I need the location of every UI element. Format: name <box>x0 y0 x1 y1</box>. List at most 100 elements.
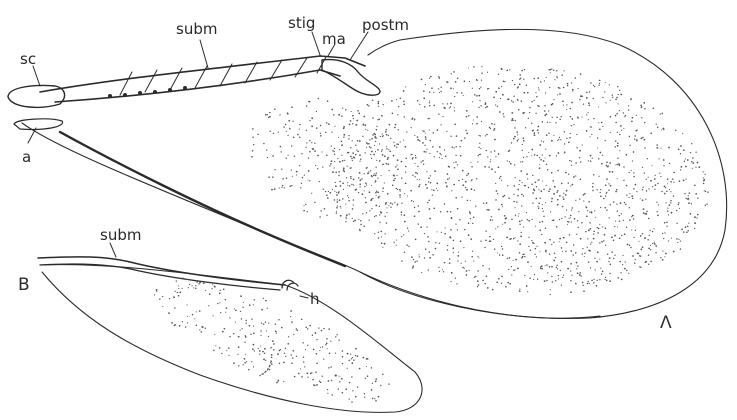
microtrichia-dot <box>661 129 662 130</box>
microtrichia-dot <box>390 206 391 207</box>
microtrichia-dot <box>415 155 416 156</box>
microtrichia-dot <box>423 164 424 165</box>
microtrichia-dot <box>365 182 367 184</box>
microtrichia-dot <box>509 161 510 162</box>
microtrichia-dot <box>662 113 664 115</box>
microtrichia-dot <box>528 187 529 188</box>
microtrichia-dot <box>581 117 582 118</box>
microtrichia-dot <box>453 252 454 253</box>
microtrichia-dot <box>428 181 429 182</box>
microtrichia-dot <box>264 348 266 350</box>
microtrichia-dot <box>442 103 443 104</box>
microtrichia-dot <box>644 122 645 123</box>
microtrichia-dot <box>519 180 520 181</box>
microtrichia-dot <box>355 189 357 191</box>
microtrichia-dot <box>277 353 279 355</box>
microtrichia-dot <box>288 155 289 156</box>
microtrichia-dot <box>390 202 392 204</box>
microtrichia-dot <box>606 280 608 282</box>
microtrichia-dot <box>380 212 382 214</box>
microtrichia-dot <box>369 191 371 193</box>
microtrichia-dot <box>349 398 350 399</box>
microtrichia-dot <box>376 191 377 192</box>
microtrichia-dot <box>650 261 652 263</box>
microtrichia-dot <box>602 226 603 227</box>
microtrichia-dot <box>454 110 455 111</box>
microtrichia-dot <box>257 134 258 135</box>
microtrichia-dot <box>589 283 590 284</box>
microtrichia-dot <box>590 243 591 244</box>
microtrichia-dot <box>531 266 532 267</box>
microtrichia-dot <box>648 188 649 189</box>
microtrichia-dot <box>425 133 426 134</box>
hindwing <box>38 243 422 412</box>
microtrichia-dot <box>609 171 611 173</box>
microtrichia-dot <box>551 104 553 106</box>
microtrichia-dot <box>484 166 486 168</box>
microtrichia-dot <box>251 318 252 319</box>
microtrichia-dot <box>518 213 519 214</box>
microtrichia-dot <box>664 222 666 224</box>
microtrichia-dot <box>225 299 227 301</box>
microtrichia-dot <box>643 212 645 214</box>
microtrichia-dot <box>532 202 533 203</box>
microtrichia-dot <box>400 191 401 192</box>
microtrichia-dot <box>397 143 399 145</box>
forewing <box>8 29 727 318</box>
microtrichia-dot <box>355 396 357 398</box>
microtrichia-dot <box>553 135 554 136</box>
microtrichia-dot <box>614 226 615 227</box>
microtrichia-dot <box>566 242 568 244</box>
microtrichia-dot <box>538 203 540 205</box>
microtrichia-dot <box>392 203 393 204</box>
microtrichia-dot <box>334 148 335 149</box>
microtrichia-dot <box>311 117 313 119</box>
microtrichia-dot <box>521 194 523 196</box>
microtrichia-dot <box>478 155 479 156</box>
microtrichia-dot <box>580 161 581 162</box>
microtrichia-dot <box>342 350 344 352</box>
microtrichia-dot <box>558 139 559 140</box>
microtrichia-dot <box>619 90 620 91</box>
microtrichia-dot <box>345 388 347 390</box>
microtrichia-dot <box>557 170 559 172</box>
microtrichia-dot <box>590 267 591 268</box>
microtrichia-dot <box>430 76 432 78</box>
microtrichia-dot <box>376 137 377 138</box>
microtrichia-dot <box>491 168 493 170</box>
microtrichia-dot <box>523 140 525 142</box>
microtrichia-dot <box>478 135 479 136</box>
microtrichia-dot <box>564 131 565 132</box>
microtrichia-dot <box>442 269 443 270</box>
microtrichia-dot <box>260 330 261 331</box>
microtrichia-dot <box>503 114 504 115</box>
microtrichia-dot <box>226 307 228 309</box>
microtrichia-dot <box>329 352 331 354</box>
microtrichia-dot <box>416 261 417 262</box>
microtrichia-dot <box>455 146 456 147</box>
microtrichia-dot <box>439 146 441 148</box>
microtrichia-dot <box>582 285 583 286</box>
microtrichia-dot <box>545 228 546 229</box>
microtrichia-dot <box>668 147 670 149</box>
microtrichia-dot <box>444 262 446 264</box>
microtrichia-dot <box>616 113 618 115</box>
microtrichia-dot <box>642 167 643 168</box>
microtrichia-dot <box>367 143 369 145</box>
microtrichia-dot <box>279 362 281 364</box>
microtrichia-dot <box>461 196 462 197</box>
microtrichia-dot <box>335 172 337 174</box>
microtrichia-dot <box>563 198 565 200</box>
microtrichia-dot <box>486 134 488 136</box>
microtrichia-dot <box>598 122 599 123</box>
microtrichia-dot <box>430 140 432 142</box>
microtrichia-dot <box>294 155 295 156</box>
microtrichia-dot <box>393 142 394 143</box>
microtrichia-dot <box>343 126 345 128</box>
microtrichia-dot <box>571 274 572 275</box>
microtrichia-dot <box>321 330 323 332</box>
microtrichia-dot <box>384 182 385 183</box>
microtrichia-dot <box>629 219 631 221</box>
microtrichia-dot <box>379 196 380 197</box>
label-subm-hind: subm <box>100 226 141 244</box>
